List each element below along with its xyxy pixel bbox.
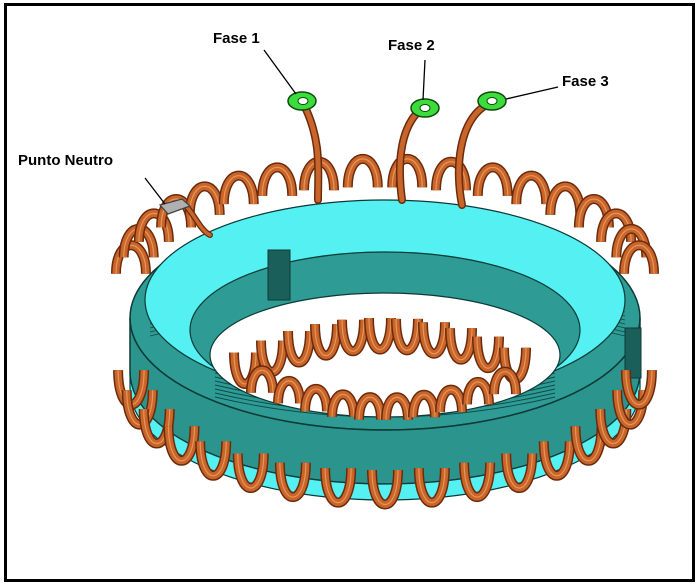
- back-coil: [624, 245, 654, 274]
- back-coil: [348, 159, 378, 188]
- label-fase-3: Fase 3: [562, 73, 609, 90]
- label-punto-neutro: Punto Neutro: [18, 152, 113, 169]
- label-fase-1: Fase 1: [213, 30, 260, 47]
- back-coil: [262, 167, 292, 196]
- terminal-fase-1-icon: [288, 92, 316, 110]
- back-coil: [224, 176, 254, 205]
- back-coil: [550, 186, 580, 215]
- back-coil: [516, 176, 546, 205]
- terminal-fase-3-icon: [478, 92, 506, 110]
- label-fase-2: Fase 2: [388, 37, 435, 54]
- back-coil: [190, 186, 220, 215]
- terminal-fase-2-icon: [411, 99, 439, 117]
- back-coil: [478, 167, 508, 196]
